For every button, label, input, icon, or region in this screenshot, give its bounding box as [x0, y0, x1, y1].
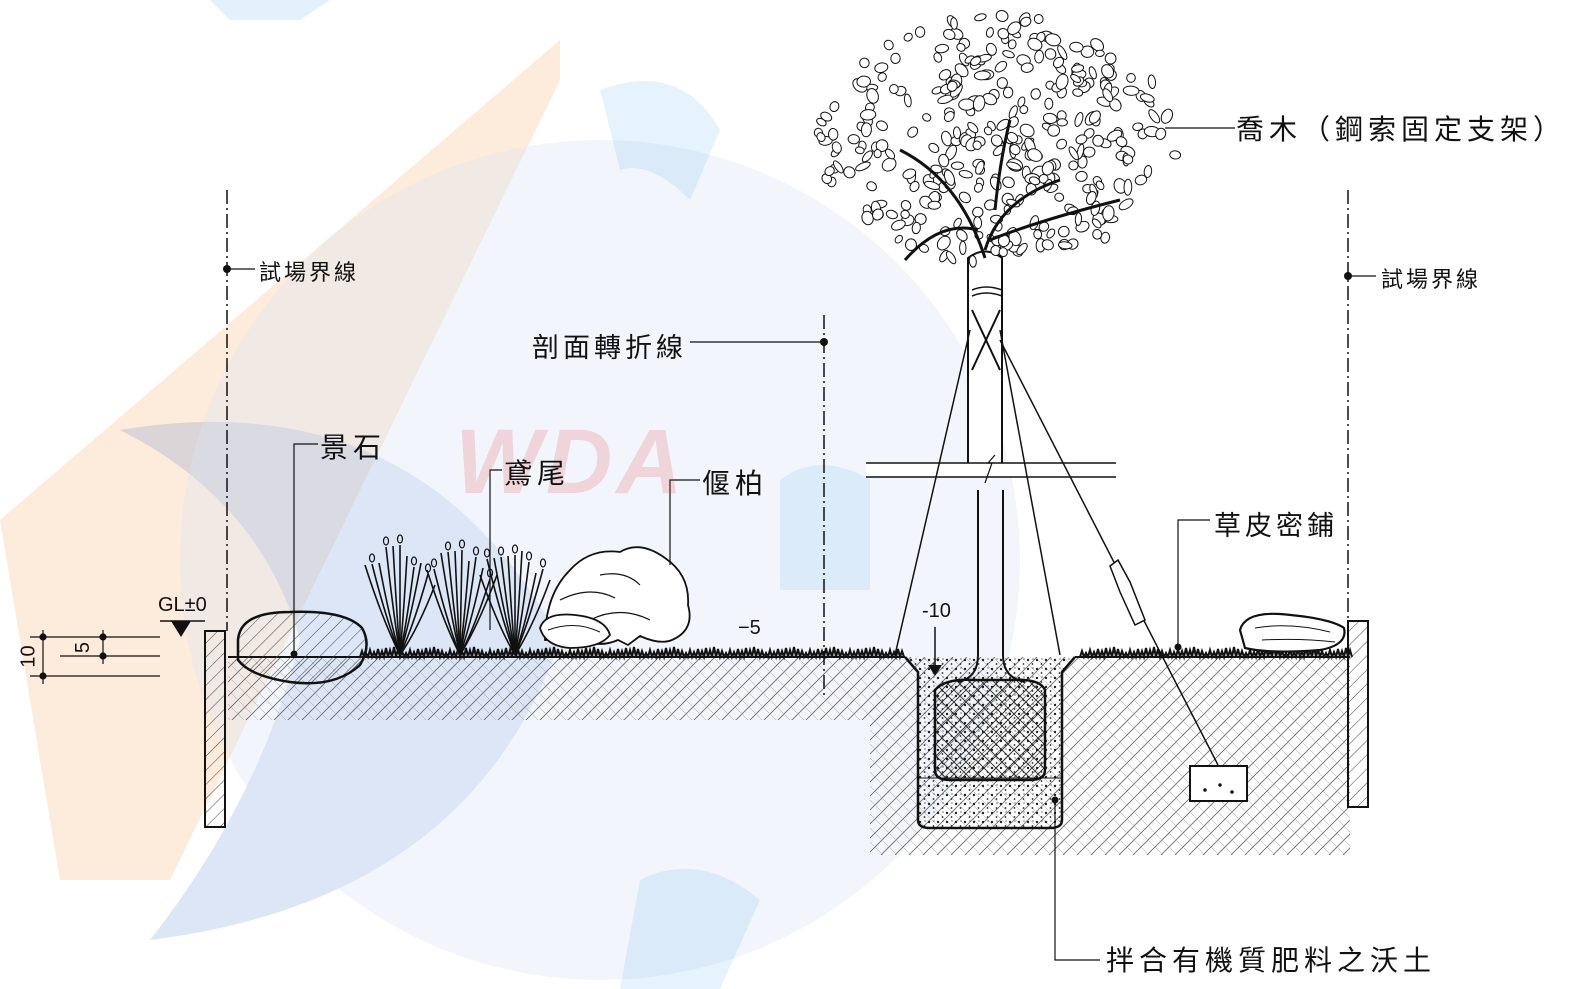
gl-marker [160, 620, 205, 637]
turf-leader [1177, 519, 1210, 647]
level-minus5-label: −5 [738, 617, 761, 639]
boundary-left-label: 試場界線 [259, 261, 360, 286]
dim-10-label: 10 [17, 645, 40, 668]
turf-leader-dot [1174, 643, 1182, 651]
small-rock [1238, 612, 1346, 653]
planting-pit [904, 656, 1100, 961]
left-boundary-wall [204, 190, 255, 828]
tree-trunk [866, 250, 1116, 683]
watermark-text: WDA [455, 411, 687, 513]
section-break-label: 剖面轉折線 [532, 333, 687, 364]
iris-label: 鳶尾 [504, 457, 571, 490]
soil-label: 拌合有機質肥料之沃土 [1106, 944, 1437, 977]
level-minus10-label: -10 [922, 600, 951, 622]
right-boundary-wall [1344, 190, 1376, 808]
tree-label: 喬木（鋼索固定支架） [1236, 113, 1567, 146]
dimension-marks [30, 630, 160, 684]
section-break-line [690, 315, 828, 695]
boundary-right-label: 試場界線 [1381, 268, 1482, 293]
iris-leader [489, 469, 502, 630]
gl-label: GL±0 [158, 594, 207, 616]
rock-label: 景石 [320, 431, 387, 464]
tree-canopy [813, 10, 1182, 268]
dim-5-label: 5 [72, 641, 95, 654]
level-minus10-marker [928, 627, 942, 676]
juniper-shrub [539, 479, 700, 649]
tree-branches [899, 119, 1121, 261]
juniper-label: 偃柏 [702, 467, 769, 500]
landscape-rock [236, 443, 368, 685]
guy-wires [894, 329, 1248, 802]
iris-plants [364, 534, 551, 656]
turf-label: 草皮密鋪 [1214, 511, 1338, 542]
